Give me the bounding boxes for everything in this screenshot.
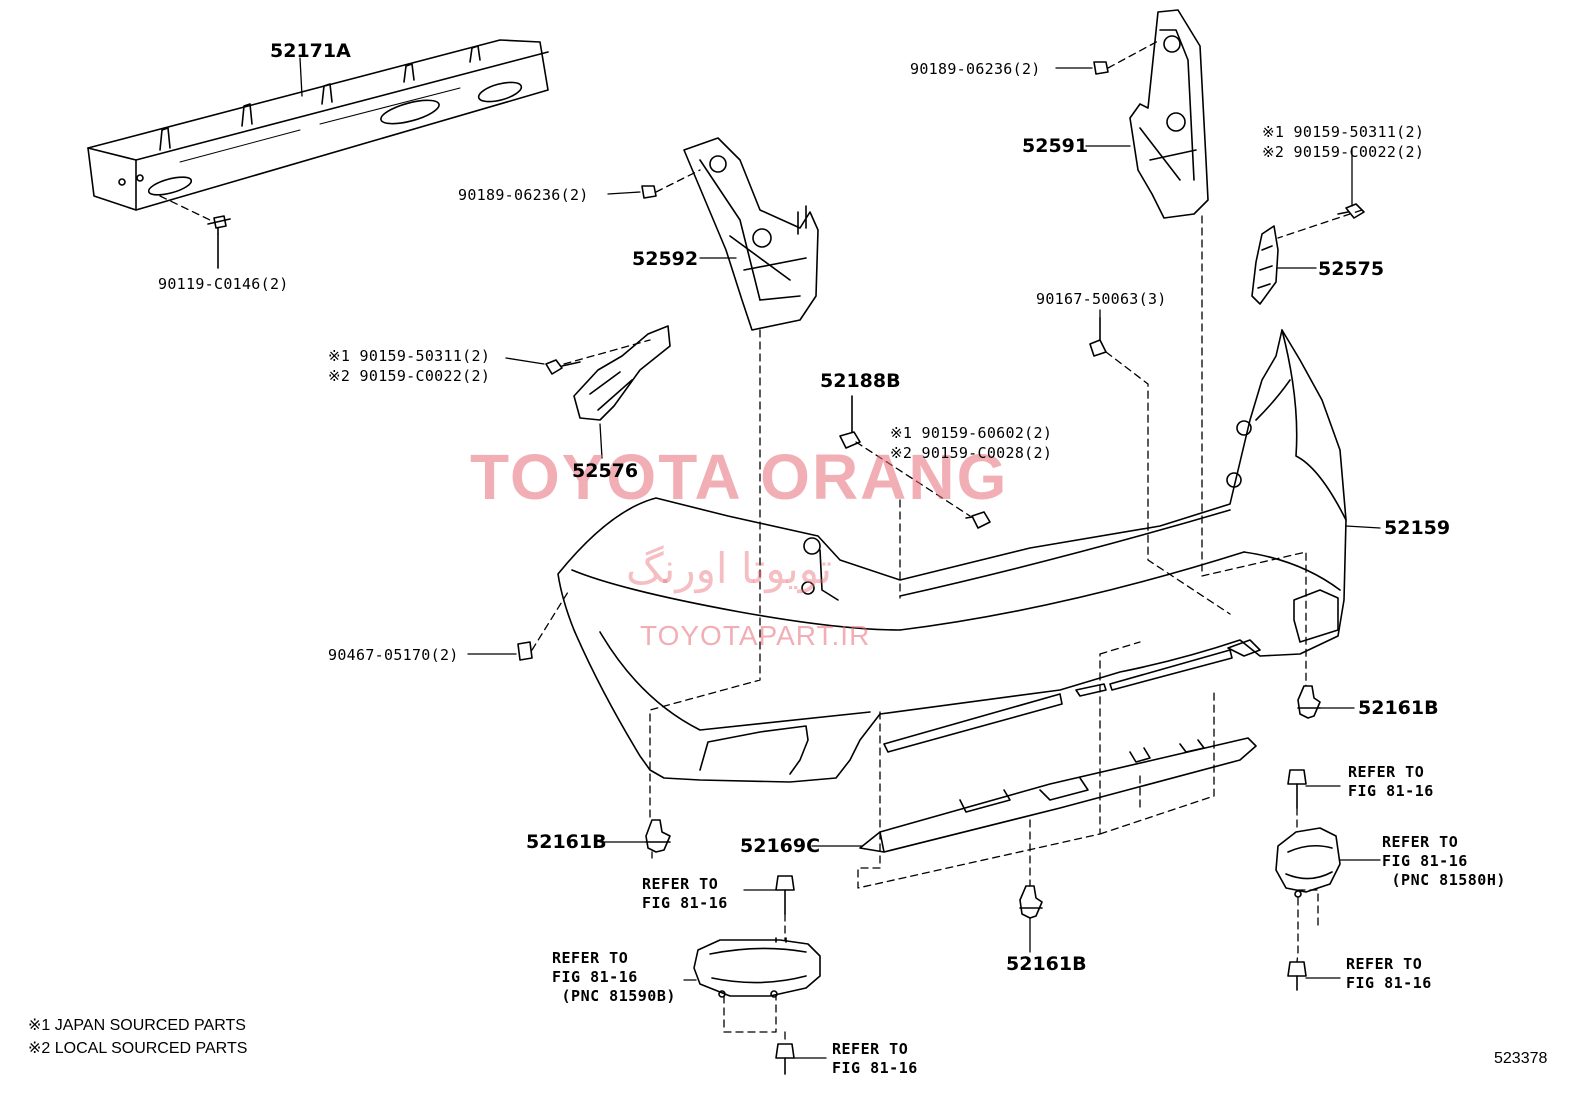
assembly-dashed-lines — [159, 39, 1363, 1045]
retainer-52591 — [1129, 9, 1209, 219]
clip-52188B — [839, 395, 861, 449]
ref-fig-81-16-top-left: REFER TO FIG 81-16 — [642, 875, 728, 912]
ref-fig-81-16-bottom-right: REFER TO FIG 81-16 — [1346, 955, 1432, 992]
bolt-right-bottom — [1287, 961, 1307, 991]
nut-90189-right — [1093, 61, 1109, 75]
watermark-brand-fa: تویوتا اورنگ — [626, 544, 833, 593]
bolt-left-top — [775, 875, 795, 915]
label-52575: 52575 — [1318, 258, 1385, 280]
leader-lines — [299, 57, 1381, 1059]
side-retainer-52575 — [1251, 225, 1279, 305]
ref-fig-81-16-lamp-left: REFER TO FIG 81-16 (PNC 81590B) — [552, 949, 676, 1005]
label-52188B: 52188B — [820, 370, 901, 392]
reflector-lamp-left — [693, 937, 821, 998]
label-52161B-right: 52161B — [1358, 697, 1439, 719]
clip-52161B-center — [1019, 885, 1043, 919]
label-90189-06236-right: 90189-06236(2) — [910, 60, 1041, 78]
clip-52161B-left — [645, 819, 671, 853]
ref-fig-81-16-lamp-right: REFER TO FIG 81-16 (PNC 81580H) — [1382, 833, 1506, 889]
label-52159: 52159 — [1384, 517, 1451, 539]
lower-retainer-52169C — [859, 649, 1257, 853]
label-90189-06236-left: 90189-06236(2) — [458, 186, 589, 204]
figure-number: 523378 — [1494, 1050, 1548, 1067]
label-90167-50063: 90167-50063(3) — [1036, 290, 1167, 308]
note-japan-sourced: ※1 JAPAN SOURCED PARTS — [28, 1017, 246, 1034]
label-52161B-center: 52161B — [1006, 953, 1087, 975]
label-90159-50311-left: ※1 90159-50311(2) — [328, 347, 491, 365]
label-52592: 52592 — [632, 248, 699, 270]
clip-52161B-right — [1297, 685, 1321, 719]
label-52171A: 52171A — [270, 40, 351, 62]
screw-90159-left — [545, 359, 581, 375]
label-90159-60602: ※1 90159-60602(2) — [890, 424, 1053, 442]
bumper-reinforcement — [87, 39, 549, 211]
watermark-brand: TOYOTA ORANG — [470, 441, 1009, 513]
label-90159-C0022-left: ※2 90159-C0022(2) — [328, 367, 491, 385]
screw-90159-right — [1337, 203, 1365, 219]
label-52576: 52576 — [572, 460, 639, 482]
ref-fig-81-16-bottom-left: REFER TO FIG 81-16 — [832, 1040, 918, 1077]
label-52161B-left: 52161B — [526, 831, 607, 853]
bolt-right-top — [1287, 769, 1307, 809]
label-90159-C0028: ※2 90159-C0028(2) — [890, 444, 1053, 462]
label-90467-05170: 90467-05170(2) — [328, 646, 459, 664]
bumper-cover — [557, 329, 1347, 783]
screw-90167 — [1089, 317, 1107, 357]
reflector-lamp-right — [1275, 827, 1341, 898]
watermark-site: TOYOTAPART.IR — [640, 620, 871, 651]
label-90159-C0022-right: ※2 90159-C0022(2) — [1262, 143, 1425, 161]
note-local-sourced: ※2 LOCAL SOURCED PARTS — [28, 1040, 248, 1057]
screw-90467 — [517, 641, 533, 661]
label-90159-50311-right: ※1 90159-50311(2) — [1262, 123, 1425, 141]
retainer-52592 — [683, 137, 819, 331]
label-90119-C0146: 90119-C0146(2) — [158, 275, 289, 293]
ref-fig-81-16-top-right: REFER TO FIG 81-16 — [1348, 763, 1434, 800]
label-52169C: 52169C — [740, 835, 821, 857]
nut-90189-left — [641, 185, 657, 199]
screw-90159-mid — [965, 511, 991, 529]
bolt-left-bottom — [775, 1043, 795, 1075]
bolt-90119 — [207, 215, 231, 269]
label-52591: 52591 — [1022, 135, 1089, 157]
side-retainer-52576 — [573, 325, 671, 421]
